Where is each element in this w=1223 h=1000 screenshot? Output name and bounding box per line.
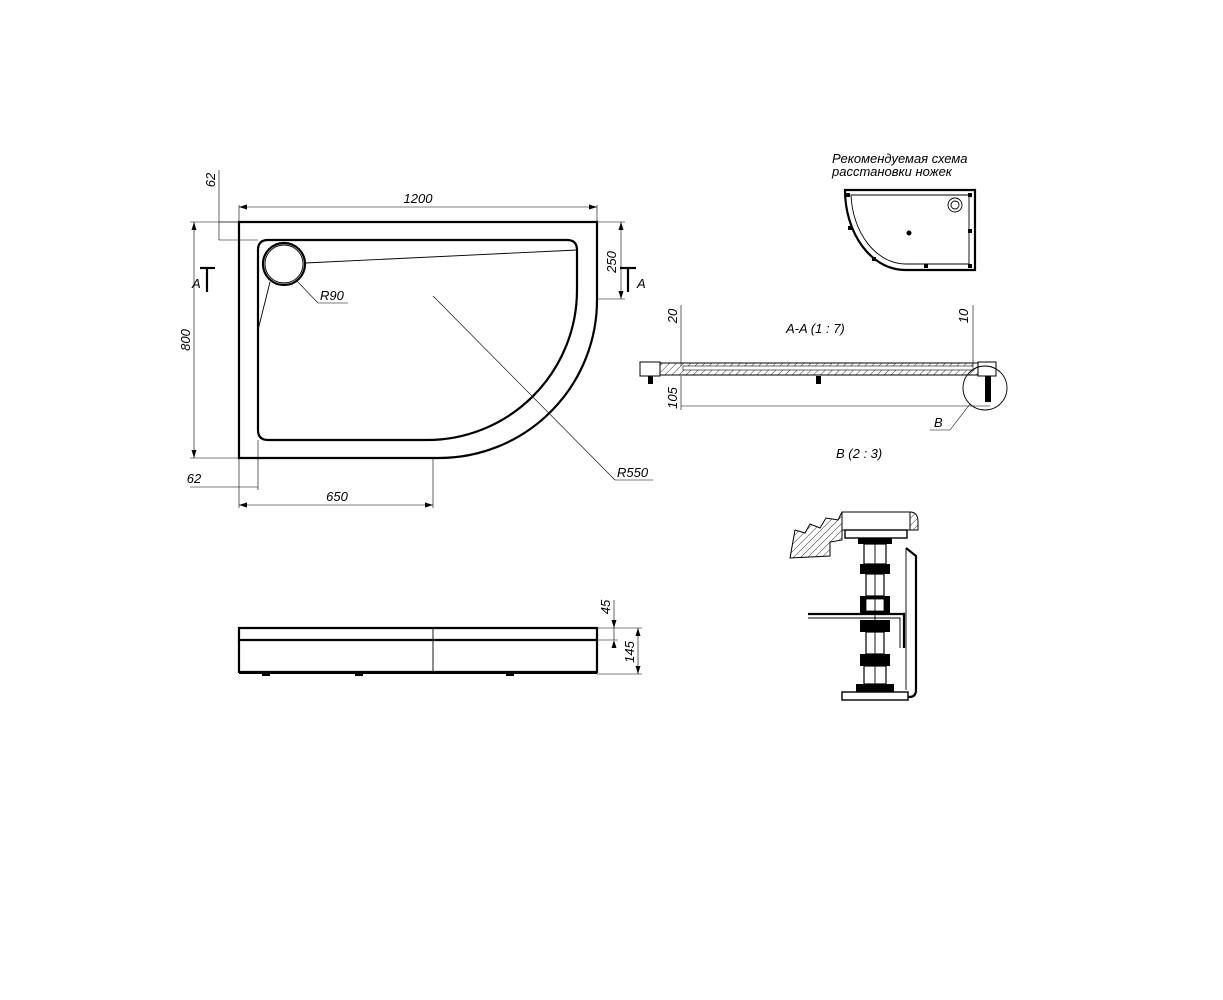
detail-circle <box>962 365 1008 411</box>
dim-right-side: 250 <box>604 250 619 273</box>
detail-view <box>789 511 919 701</box>
detail-callout: B <box>934 415 943 430</box>
leg-marker <box>968 264 972 268</box>
section-title: A-A (1 : 7) <box>785 321 845 336</box>
tray-outer-contour <box>237 220 599 460</box>
legs-scheme-title-2: расстановки ножек <box>831 164 953 179</box>
label-radius-curve: R550 <box>617 465 649 480</box>
svg-text:A: A <box>636 276 646 291</box>
leg-marker <box>968 229 972 233</box>
dim-top-offset: 62 <box>203 172 218 187</box>
dim-section-20: 20 <box>665 308 680 324</box>
legs-scheme-outline <box>843 188 977 272</box>
drain-point <box>906 230 912 236</box>
section-view: A-A (1 : 7) 20 10 105 B <box>639 305 1008 431</box>
dim-width: 1200 <box>404 191 434 206</box>
dim-straight: 650 <box>326 489 348 504</box>
dim-side-top: 45 <box>598 599 613 614</box>
dim-side-total: 145 <box>622 640 637 662</box>
tray-inner-contour <box>256 238 579 442</box>
leg-marker <box>846 193 850 197</box>
section-mark-right: A <box>620 266 646 292</box>
leg-marker <box>968 193 972 197</box>
detail-title: B (2 : 3) <box>836 446 882 461</box>
leg-marker <box>872 257 876 261</box>
section-mark-left: A <box>191 266 215 292</box>
legs-scheme-title-1: Рекомендуемая схема <box>832 151 968 166</box>
drain-inner <box>264 244 304 284</box>
leg-marker <box>848 226 852 230</box>
side-view: 45 145 <box>237 599 642 676</box>
dim-bottom-offset: 62 <box>187 471 202 486</box>
dim-section-10: 10 <box>956 308 971 323</box>
legs-scheme: Рекомендуемая схема расстановки ножек <box>831 151 977 272</box>
label-radius-drain: R90 <box>320 288 345 303</box>
drain-outer <box>261 241 307 287</box>
plan-view: 1200 800 62 62 650 250 R90 <box>178 170 653 508</box>
dim-section-height: 105 <box>665 386 680 408</box>
leg-marker <box>924 264 928 268</box>
svg-text:A: A <box>191 276 201 291</box>
dim-depth: 800 <box>178 328 193 350</box>
